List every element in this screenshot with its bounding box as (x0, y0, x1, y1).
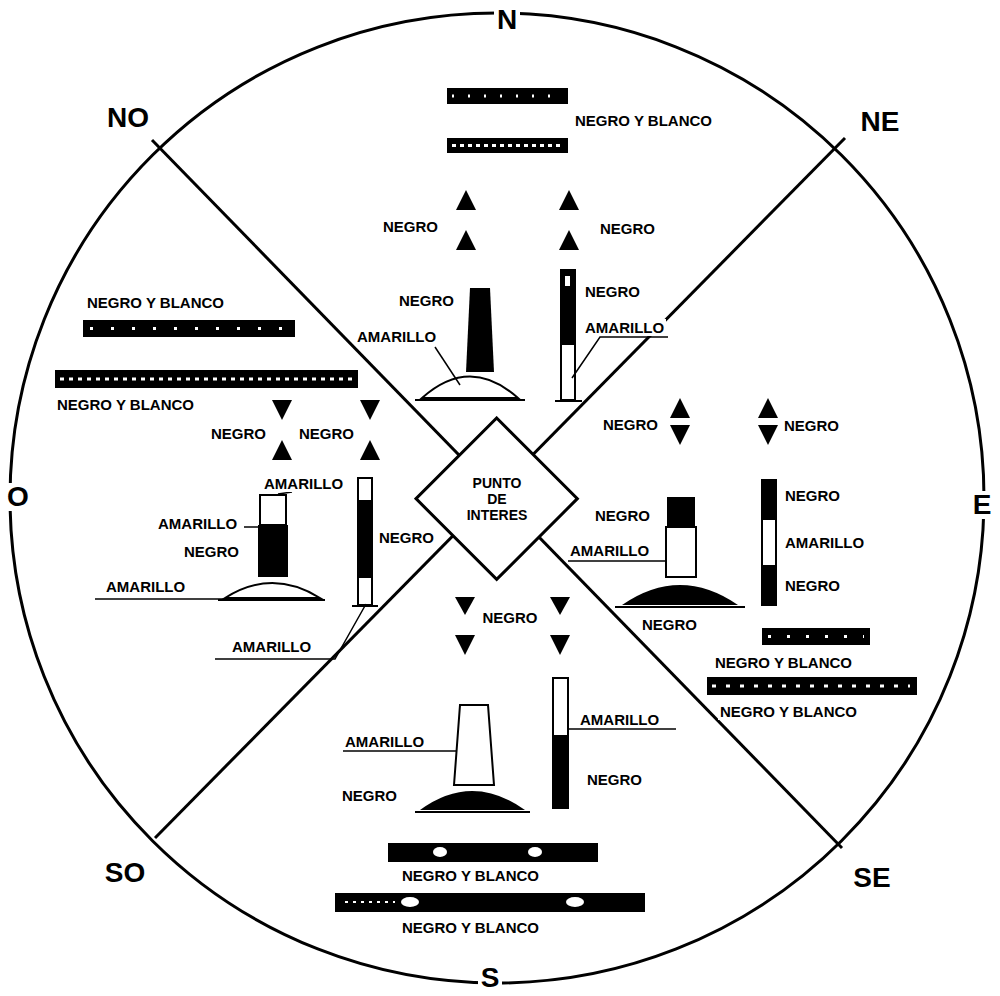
compass-point: S (478, 964, 503, 992)
colour-label: NEGRO (783, 487, 842, 504)
compass-point: NO (104, 104, 152, 132)
colour-label: NEGRO (601, 416, 660, 433)
compass-point: NE (858, 108, 903, 136)
colour-label: NEGRO Y BLANCO (55, 396, 196, 413)
node-text: PUNTO DE INTERES (463, 475, 531, 523)
colour-label: AMARILLO (568, 542, 651, 559)
colour-label: AMARILLO (583, 319, 666, 336)
colour-label: NEGRO (381, 218, 440, 235)
colour-label: AMARILLO (156, 515, 239, 532)
colour-label: NEGRO (640, 616, 699, 633)
north-marks (415, 88, 668, 401)
colour-label: NEGRO (782, 417, 841, 434)
colour-label: AMARILLO (578, 711, 661, 728)
south-marks (335, 597, 676, 912)
colour-label: AMARILLO (343, 733, 426, 750)
colour-label: NEGRO (585, 771, 644, 788)
colour-label: NEGRO (340, 787, 399, 804)
colour-label: NEGRO (182, 543, 241, 560)
colour-label: NEGRO Y BLANCO (400, 867, 541, 884)
colour-label: NEGRO Y BLANCO (573, 112, 714, 129)
colour-label: NEGRO Y BLANCO (85, 294, 226, 311)
west-marks (55, 320, 380, 659)
compass-rose (10, 13, 984, 983)
colour-label: NEGRO (598, 220, 657, 237)
colour-label: NEGRO Y BLANCO (718, 703, 859, 720)
east-marks (568, 398, 917, 695)
colour-label: NEGRO (397, 292, 456, 309)
compass-point: N (494, 6, 520, 34)
colour-label: AMARILLO (262, 475, 345, 492)
colour-label: NEGRO (297, 425, 356, 442)
compass-point: SO (102, 859, 148, 887)
colour-label: NEGRO (593, 507, 652, 524)
colour-label: NEGRO (783, 577, 842, 594)
colour-label: NEGRO Y BLANCO (713, 654, 854, 671)
colour-label: AMARILLO (104, 578, 187, 595)
compass-point: SE (850, 864, 893, 892)
colour-label: AMARILLO (230, 638, 313, 655)
compass-point: O (4, 483, 32, 511)
colour-label: AMARILLO (783, 534, 866, 551)
colour-label: NEGRO (209, 425, 268, 442)
colour-label: NEGRO (377, 529, 436, 546)
diamond-shape (416, 418, 577, 579)
colour-label: NEGRO Y BLANCO (400, 919, 541, 936)
compass-point: E (970, 491, 995, 519)
colour-label: NEGRO (583, 283, 642, 300)
colour-label: NEGRO (480, 609, 539, 626)
colour-label: AMARILLO (355, 328, 438, 345)
decision-diamond: PUNTO DE INTERES (414, 416, 579, 581)
